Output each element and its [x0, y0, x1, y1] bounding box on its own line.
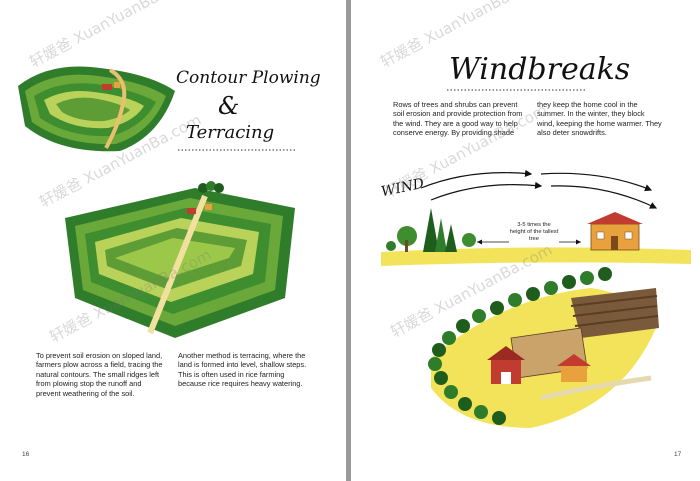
- book-spine: [346, 0, 351, 481]
- windbreak-diagram: [381, 208, 691, 266]
- left-paragraph-contour: To prevent soil erosion on sloped land, …: [36, 351, 163, 398]
- left-title-ampersand: &: [218, 92, 240, 120]
- left-page-number: 16: [22, 451, 30, 458]
- contour-field-illustration: [18, 66, 175, 152]
- left-page: Contour Plowing & Terracing To prevent s…: [0, 0, 346, 481]
- right-page: Windbreaks Rows of trees and shrubs can …: [351, 0, 700, 481]
- left-paragraph-terracing: Another method is terracing, where the l…: [178, 351, 307, 389]
- barn-icon: [187, 208, 196, 214]
- right-title-underline: [447, 89, 585, 91]
- right-paragraph-1: Rows of trees and shrubs can prevent soi…: [393, 100, 523, 138]
- farmhouse-icon: [102, 84, 112, 90]
- distance-note: 3-5 times the height of the tallest tree: [509, 222, 559, 243]
- windbreak-tree-row-icon: [386, 208, 476, 252]
- right-page-number: 17: [674, 451, 682, 458]
- terracing-illustration: [65, 181, 295, 338]
- title-underline-dots: [178, 149, 296, 151]
- wind-arrows: [420, 169, 658, 209]
- left-title-line1: Contour Plowing: [176, 68, 321, 88]
- right-paragraph-2: they keep the home cool in the summer. I…: [537, 100, 662, 138]
- farmhouse-icon: [557, 354, 591, 382]
- red-barn-icon: [487, 346, 525, 384]
- house-icon: [587, 212, 643, 251]
- right-title: Windbreaks: [449, 52, 631, 87]
- left-title-line2: Terracing: [186, 122, 275, 143]
- tree-cluster-icon: [198, 181, 224, 193]
- farm-windbreak-illustration: [428, 267, 659, 428]
- tree-border-icon: [428, 267, 612, 425]
